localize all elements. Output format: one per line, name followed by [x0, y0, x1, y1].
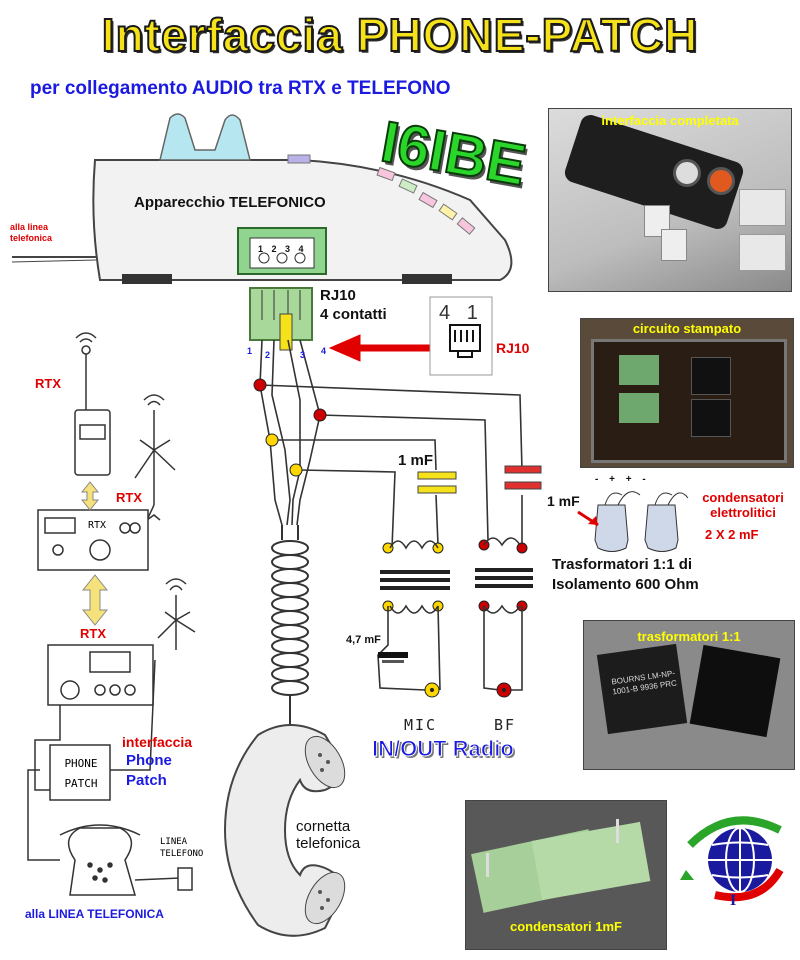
double-arrow-icon-2	[81, 574, 109, 626]
pin-1: 1	[247, 346, 253, 356]
logo-globe	[680, 816, 784, 902]
photo-interface-caption: interfaccia completata	[601, 113, 739, 128]
interface-name-1: Phone	[126, 752, 172, 769]
capacitor-right-top	[504, 465, 542, 474]
capacitor-left-bottom	[417, 485, 457, 494]
vintage-phone	[67, 827, 136, 896]
cap-left-label: 1 mF	[398, 452, 434, 469]
interface-name-2: Patch	[126, 772, 167, 789]
telephone-handset-rest	[159, 113, 251, 161]
photo-capacitors-caption: condensatori 1mF	[510, 919, 622, 934]
rtx-label-top: RTX	[35, 376, 61, 391]
transformer-core-left	[380, 570, 450, 574]
photo-capacitors: condensatori 1mF	[465, 800, 667, 950]
radio-face-text: RTX	[88, 520, 107, 531]
electrolytic-caps	[577, 491, 689, 552]
rtx-label-low: RTX	[80, 626, 106, 641]
capacitor-left-top	[417, 471, 457, 480]
phone-key-5	[438, 203, 458, 221]
phone-label: Apparecchio TELEFONICO	[134, 194, 326, 211]
photo-transformers-caption: trasformatori 1:1	[637, 629, 741, 644]
cap-right-label: 1 mF	[547, 493, 580, 509]
electrolytic-signs: - + + -	[595, 474, 650, 485]
photo-pcb: circuito stampato	[580, 318, 794, 468]
photo-interface: interfaccia completata	[548, 108, 792, 292]
pin-2: 2	[265, 350, 271, 360]
phone-foot-left	[122, 274, 172, 284]
arrow-icon	[328, 334, 440, 362]
phone-key-4	[418, 191, 438, 209]
socket-pins: 4 1	[439, 302, 478, 324]
page-title: Interfaccia PHONE-PATCH	[101, 8, 699, 62]
handheld-radio	[74, 409, 111, 476]
cap-small-label: 4,7 mF	[346, 634, 381, 646]
interface-label: interfaccia	[122, 734, 193, 750]
line-hand-label: LINEA TELEFONO	[160, 837, 204, 859]
transformer-core-right	[475, 568, 533, 572]
bottom-line-label: alla LINEA TELEFONICA	[25, 907, 164, 921]
rj10-socket-label: RJ10	[496, 340, 530, 356]
transformers-label: Trasformatori 1:1 di Isolamento 600 Ohm	[552, 556, 699, 593]
rtx-label-mid: RTX	[116, 490, 142, 505]
logo-letter: I	[730, 892, 737, 909]
coiled-cord	[271, 540, 309, 725]
photo-transformers: BOURNS LM-NP-1001-B 9936 PRC trasformato…	[583, 620, 795, 770]
rj10-contacts: 4 contatti	[320, 306, 387, 323]
phone-key-2	[376, 166, 396, 182]
bf-label: BF	[494, 716, 517, 734]
subtitle: per collegamento AUDIO tra RTX e TELEFON…	[30, 78, 451, 99]
capacitor-right-bottom	[504, 481, 542, 490]
base-radio-1	[37, 509, 149, 571]
pin-3: 3	[300, 350, 306, 360]
io-radio-label: IN/OUT Radio	[372, 736, 515, 762]
photo-pcb-caption: circuito stampato	[632, 321, 742, 336]
line-label: alla linea telefonica	[10, 222, 53, 243]
mic-label: MIC	[404, 716, 438, 734]
phone-key-6	[456, 217, 476, 235]
phone-key-3	[398, 178, 418, 194]
phone-patch-box	[49, 744, 111, 801]
double-arrow-icon	[80, 481, 100, 511]
rj-jack-pins: 1 2 3 4	[258, 244, 307, 254]
electrolytic-value: 2 X 2 mF	[705, 527, 759, 542]
pin-4: 4	[321, 346, 327, 356]
capacitor-4-7	[378, 652, 408, 658]
rj10-label: RJ10	[320, 287, 356, 304]
phone-key-1	[287, 154, 311, 164]
phone-foot-right	[402, 274, 452, 284]
handset-label: cornetta telefonica	[296, 818, 361, 852]
phone-patch-box-text: PHONE PATCH	[64, 757, 98, 790]
electrolytic-label: condensatori elettrolitici	[702, 490, 784, 520]
